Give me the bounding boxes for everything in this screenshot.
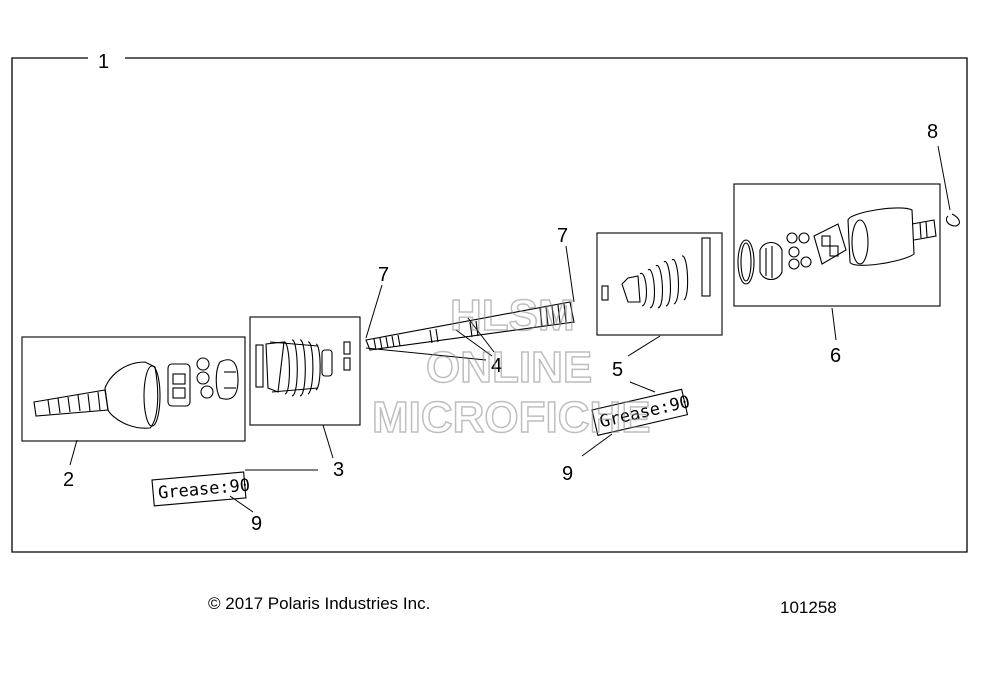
callout-1: 1 (98, 51, 109, 73)
grease-text-left: Grease:90 (157, 476, 251, 504)
diagram-number: 101258 (780, 598, 837, 617)
leader-5 (627, 335, 661, 357)
part-5-boot-kit (596, 232, 723, 336)
leader-2 (69, 439, 78, 466)
callout-8: 8 (927, 121, 938, 143)
watermark-line-3: MICROFICHE (372, 393, 651, 442)
watermark-line-1: HLSM (450, 291, 575, 340)
callout-9-left: 9 (251, 513, 262, 535)
leader-3 (322, 424, 334, 459)
assembly-frame (11, 57, 968, 553)
callout-5: 5 (612, 359, 623, 381)
part-8-circlip (945, 213, 961, 227)
callout-6: 6 (830, 345, 841, 367)
leaders-4 (365, 317, 495, 361)
callout-3: 3 (333, 459, 344, 481)
watermark-line-2: ONLINE (426, 343, 592, 392)
callout-4: 4 (491, 355, 502, 377)
leader-6 (831, 307, 837, 341)
callout-9-right: 9 (562, 463, 573, 485)
leader-7-right (565, 245, 575, 303)
copyright-text: © 2017 Polaris Industries Inc. (208, 594, 431, 613)
part-4-shaft (365, 301, 575, 351)
leader-5-grease (629, 381, 656, 393)
part-6-inner-cv-joint (733, 183, 941, 307)
part-3-boot-kit (249, 316, 361, 426)
callout-2: 2 (63, 469, 74, 491)
callout-7-right: 7 (557, 225, 568, 247)
callout-7-left: 7 (378, 264, 389, 286)
leader-7-left (365, 284, 383, 339)
leader-9-left (229, 495, 254, 513)
part-2-outer-cv-joint (21, 336, 246, 442)
leader-9-right (581, 433, 613, 457)
watermark: HLSM ONLINE MICROFICHE (371, 290, 651, 443)
leader-8 (937, 145, 951, 211)
